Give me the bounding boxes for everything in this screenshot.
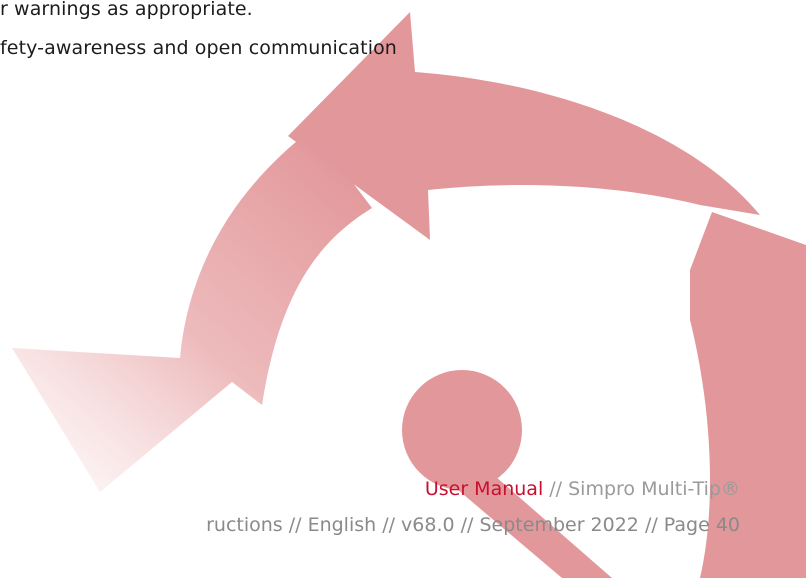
left-cycle-arrow bbox=[12, 129, 372, 492]
body-text-line-1: r warnings as appropriate. bbox=[0, 0, 253, 20]
top-cycle-arrow bbox=[288, 12, 760, 240]
right-cycle-arrow bbox=[690, 212, 806, 578]
key-ring-shape bbox=[402, 370, 522, 490]
key-handle-shape bbox=[444, 470, 612, 578]
footer-title-line: User Manual // Simpro Multi-Tip® bbox=[425, 478, 740, 500]
footer-product-name: Simpro Multi-Tip® bbox=[568, 478, 740, 500]
body-text-line-2: fety-awareness and open communication bbox=[0, 37, 397, 59]
footer-meta-line: ructions // English // v68.0 // Septembe… bbox=[206, 514, 740, 536]
footer-separator: // bbox=[543, 478, 569, 500]
footer-document-type: User Manual bbox=[424, 478, 544, 500]
